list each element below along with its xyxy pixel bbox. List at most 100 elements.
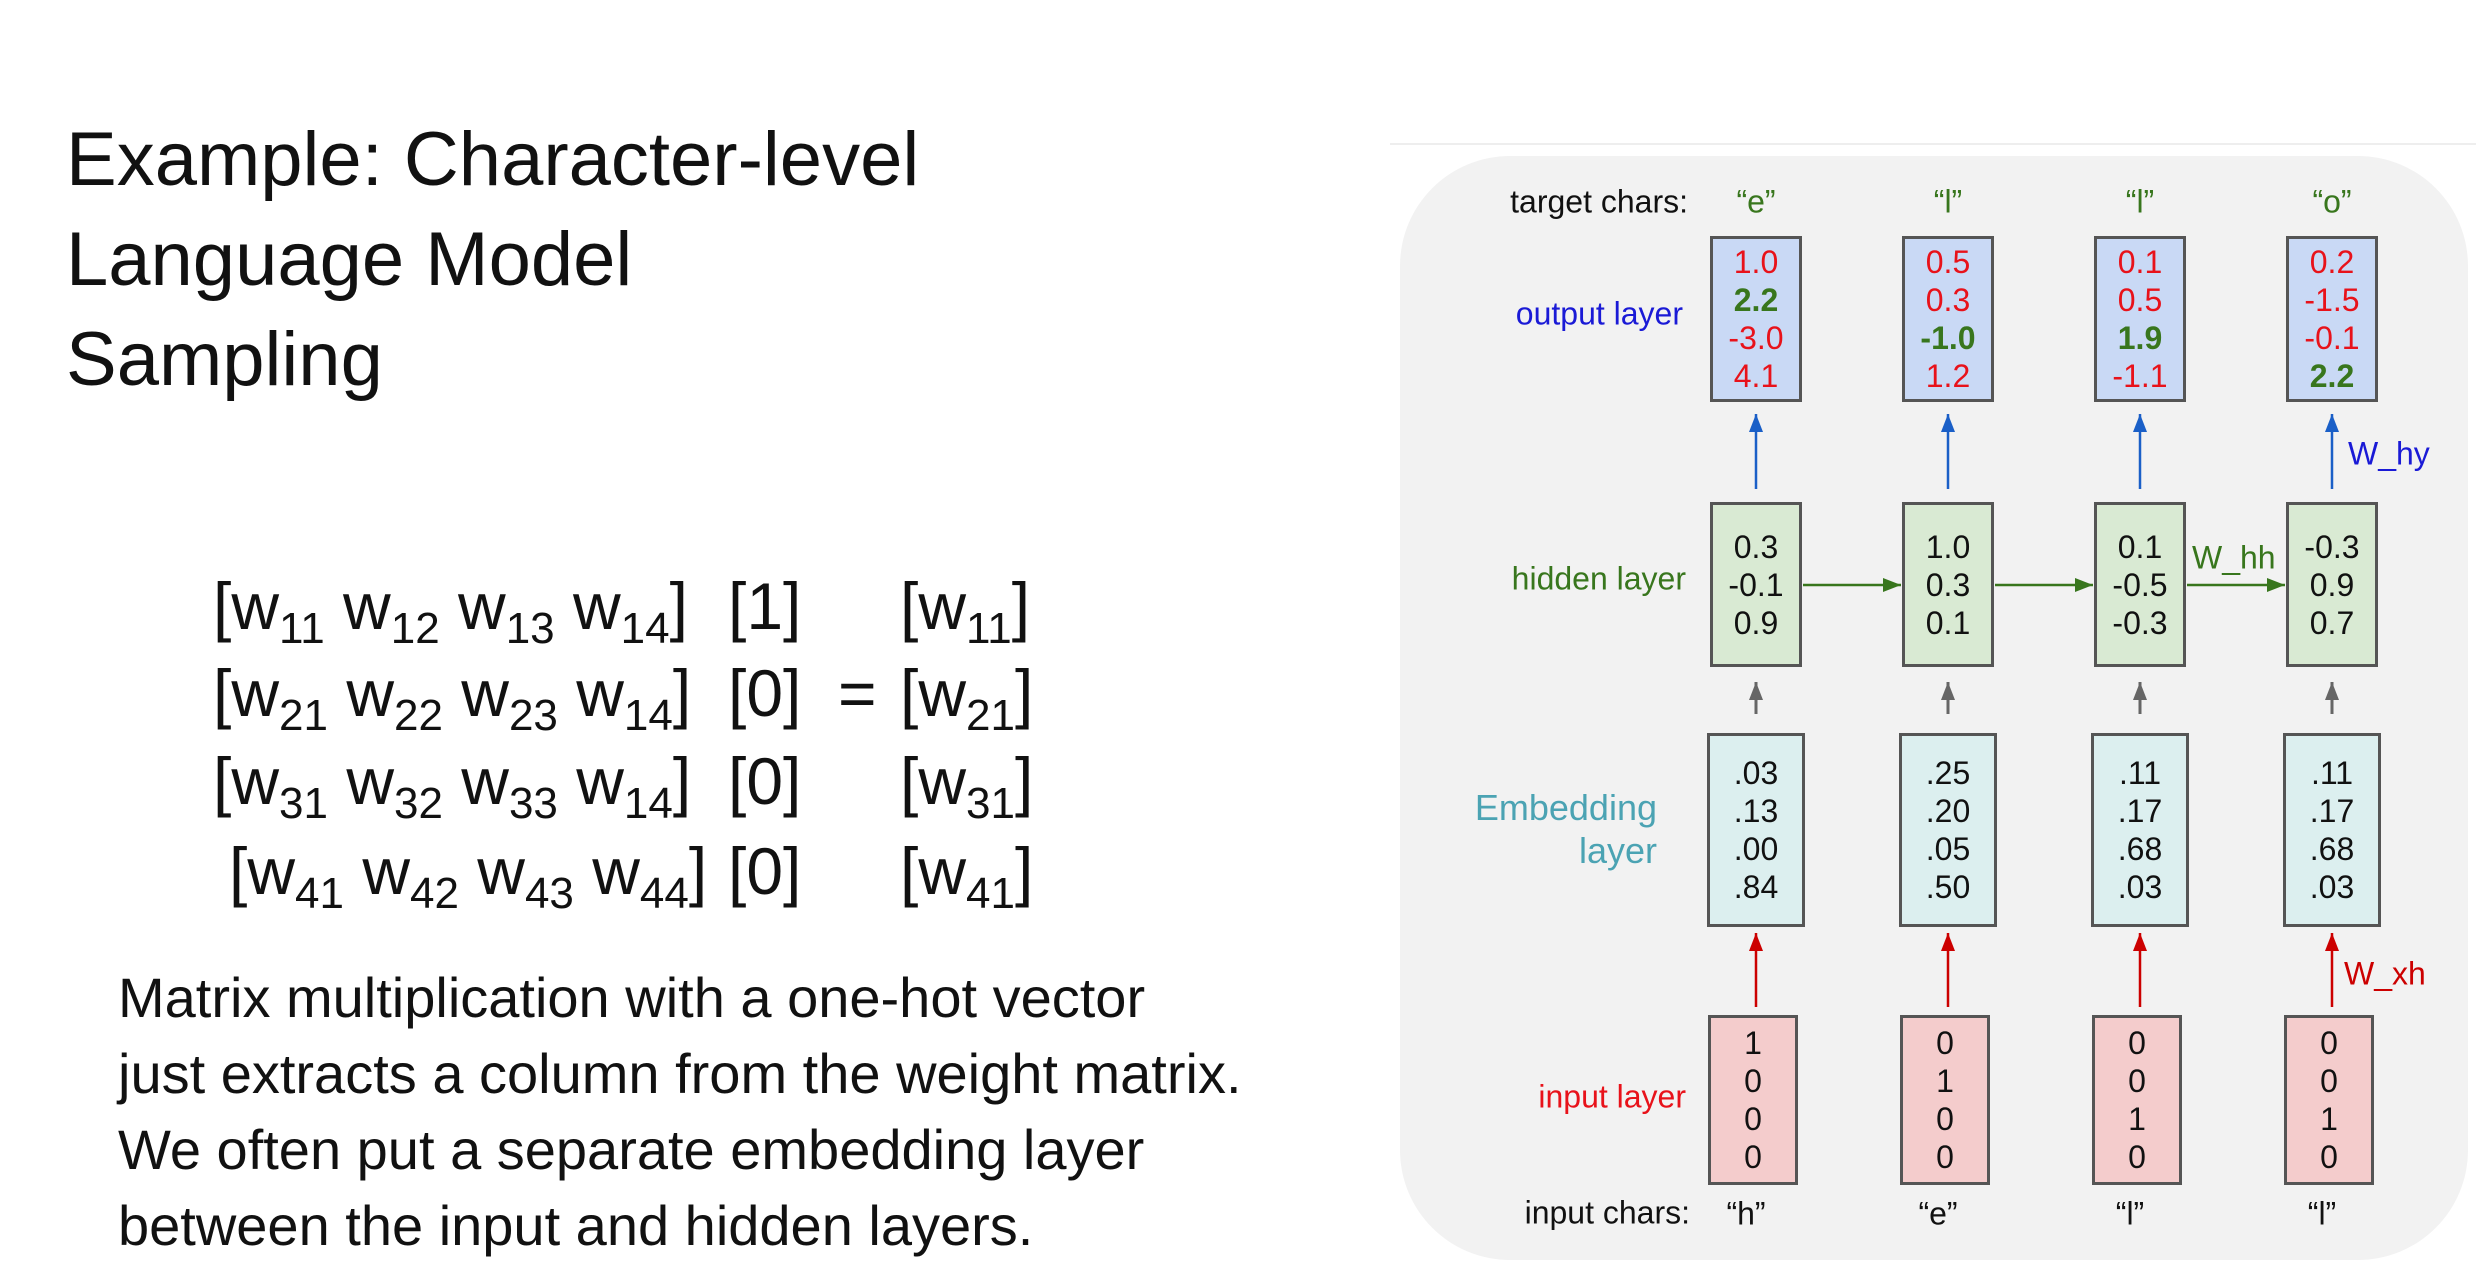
- embedding-to-hidden-arrow-head: [1941, 682, 1955, 700]
- equals-sign: =: [838, 656, 877, 730]
- output-vector-value: 0.3: [1925, 282, 1971, 318]
- hidden-vector-value: -0.1: [1728, 566, 1784, 603]
- embedding-vector-value: .13: [1733, 793, 1779, 829]
- output-vector-value: 2.2: [1733, 282, 1779, 318]
- embedding-to-hidden-arrow-head: [1749, 682, 1763, 700]
- output-vector-value: 4.1: [1733, 358, 1779, 394]
- hidden-vector-value: 0.3: [1733, 528, 1779, 565]
- output-vector-value: 0.1: [2117, 244, 2163, 280]
- matrix-weight: w33: [461, 744, 558, 828]
- matrix-weight: w14: [572, 569, 670, 653]
- weight-subscript: 12: [390, 604, 440, 653]
- weight-subscript: 43: [524, 869, 574, 918]
- input-vector-value: 0: [2128, 1139, 2146, 1175]
- output-vector-value: 2.2: [2309, 358, 2355, 394]
- input-chars-label: input chars:: [1524, 1194, 1690, 1231]
- recurrent-arrow-head: [2267, 578, 2285, 592]
- title-line: Example: Character-level: [66, 117, 920, 202]
- weight-subscript: 11: [966, 604, 1012, 653]
- weight-subscript: 14: [623, 691, 673, 740]
- weight-subscript: 31: [279, 779, 328, 828]
- hidden-vector-value: 0.1: [1925, 604, 1971, 641]
- embedding-vector-value: .17: [2309, 793, 2355, 829]
- embedding-vector-value: .11: [2310, 755, 2354, 791]
- embedding-vector-value: .03: [2117, 869, 2163, 905]
- hidden-vector-value: 1.0: [1925, 528, 1971, 565]
- one-hot-entry: [0]: [728, 744, 802, 818]
- result-entry: [w31]: [900, 744, 1034, 828]
- weight-subscript: 31: [966, 779, 1015, 828]
- output-arrow-head: [1749, 414, 1763, 432]
- weight-subscript: 32: [393, 779, 443, 828]
- w-xh-label: W_xh: [2344, 955, 2426, 992]
- paragraph-line: We often put a separate embedding layer: [118, 1118, 1145, 1181]
- hidden-vector-value: 0.7: [2309, 604, 2355, 641]
- input-vector-value: 0: [2320, 1139, 2338, 1175]
- hidden-vector: 0.1-0.5-0.3: [2094, 502, 2186, 667]
- output-vector-value: -1.0: [1920, 320, 1976, 356]
- matrix-weight: w23: [461, 656, 558, 740]
- matrix-row: [w21 w22 w23 w14]: [213, 656, 692, 740]
- embedding-layer-label: layer: [1578, 830, 1657, 871]
- weight-subscript: 23: [508, 691, 558, 740]
- weight-subscript: 14: [620, 604, 670, 653]
- target-chars-label: target chars:: [1510, 183, 1688, 220]
- w-hh-label: W_hh: [2192, 539, 2276, 576]
- matrix-weight: w21: [231, 656, 328, 740]
- input-vector-value: 1: [1936, 1063, 1954, 1099]
- weight-subscript: 21: [279, 691, 328, 740]
- result-entry: [w11]: [900, 569, 1031, 653]
- embedding-vector-value: .20: [1925, 793, 1971, 829]
- embedding-vector: .03.13.00.84: [1707, 733, 1805, 927]
- matrix-weight: w22: [346, 656, 443, 740]
- weight-subscript: 22: [393, 691, 443, 740]
- title-line: Language Model: [66, 217, 633, 302]
- output-vector-value: 0.2: [2309, 244, 2355, 280]
- paragraph-line: Matrix multiplication with a one-hot vec…: [118, 966, 1146, 1029]
- output-vector-value: 0.5: [2117, 282, 2163, 318]
- target-char: “o”: [2312, 183, 2352, 220]
- target-char: “l”: [2125, 183, 2155, 220]
- output-arrow-head: [2325, 414, 2339, 432]
- embedding-vector-value: .03: [1733, 755, 1779, 791]
- matrix-weight: w42: [362, 834, 459, 918]
- input-char: “e”: [1918, 1195, 1958, 1232]
- target-char: “e”: [1736, 183, 1776, 220]
- output-layer-label: output layer: [1515, 295, 1683, 332]
- embedding-vector-value: .11: [2118, 755, 2162, 791]
- title-line: Sampling: [66, 317, 383, 402]
- hidden-vector-value: 0.1: [2117, 528, 2163, 565]
- input-char: “h”: [1726, 1195, 1766, 1232]
- embedding-vector-value: .00: [1733, 831, 1779, 867]
- weight-subscript: 11: [279, 604, 325, 653]
- matrix-weight: w14: [576, 656, 673, 740]
- input-vector-value: 0: [1744, 1101, 1762, 1137]
- output-vector-value: 1.9: [2117, 320, 2163, 356]
- embedding-vector-value: .03: [2309, 869, 2355, 905]
- input-char: “l”: [2307, 1195, 2337, 1232]
- input-vector-value: 0: [2320, 1025, 2338, 1061]
- weight-subscript: 44: [639, 869, 689, 918]
- input-vector-value: 0: [1936, 1139, 1954, 1175]
- embedding-to-hidden-arrow-head: [2133, 682, 2147, 700]
- w-hy-label: W_hy: [2348, 435, 2430, 472]
- input-vector-value: 1: [2320, 1101, 2338, 1137]
- input-vector-value: 0: [2128, 1025, 2146, 1061]
- input-layer-label: input layer: [1538, 1078, 1686, 1115]
- hidden-vector-value: -0.3: [2304, 528, 2360, 565]
- matrix-weight: w43: [477, 834, 574, 918]
- weight-subscript: 41: [966, 869, 1015, 918]
- embedding-vector-value: .68: [2309, 831, 2355, 867]
- output-vector-value: 0.5: [1925, 244, 1971, 280]
- hidden-vector-value: 0.9: [2309, 566, 2355, 603]
- slide-title: Example: Character-level Language Model …: [66, 110, 919, 410]
- recurrent-arrow-head: [1883, 578, 1901, 592]
